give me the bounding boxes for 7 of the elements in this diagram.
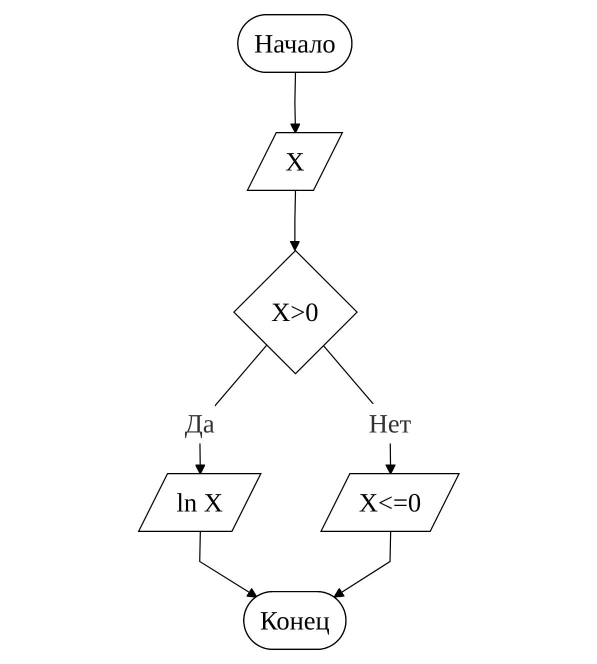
arrow [198, 532, 258, 598]
node-diamond: X>0 [232, 250, 358, 375]
edge-label: Нет [368, 408, 411, 439]
arrow [289, 190, 300, 252]
edge-label: Да [184, 408, 214, 439]
arrow [290, 73, 300, 134]
arrow [333, 532, 391, 598]
